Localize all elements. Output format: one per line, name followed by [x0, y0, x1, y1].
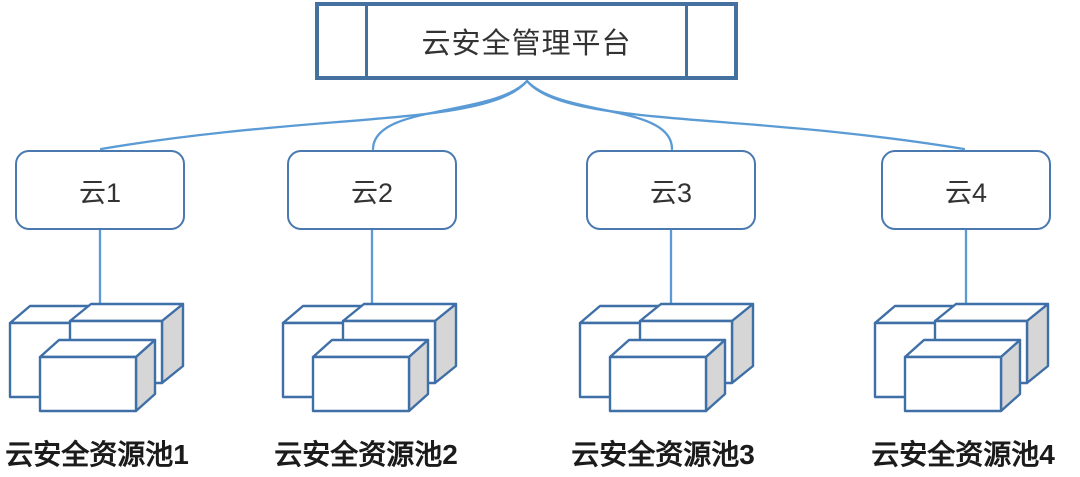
cloud-node-3: 云3 — [586, 150, 756, 230]
curve-platform-to-cloud1 — [99, 79, 529, 151]
pool-label-2: 云安全资源池2 — [274, 439, 458, 470]
resource-pool-boxes-icon-1 — [8, 302, 185, 413]
platform-node: 云安全管理平台 — [315, 2, 738, 80]
pool-label-1: 云安全资源池1 — [5, 439, 189, 470]
curve-platform-to-cloud2 — [371, 79, 529, 151]
platform-right-cell — [685, 6, 734, 76]
cloud-node-2-label: 云2 — [350, 177, 394, 208]
platform-left-cell — [319, 6, 368, 76]
resource-pool-boxes-icon-3 — [578, 302, 755, 413]
resource-pool-boxes-icon-4 — [873, 302, 1050, 413]
cloud-node-3-label: 云3 — [649, 177, 693, 208]
curve-platform-to-cloud4 — [525, 79, 966, 151]
cloud-node-2: 云2 — [287, 150, 457, 230]
resource-pool-boxes-icon-2 — [281, 302, 458, 413]
cloud-node-4-label: 云4 — [944, 177, 988, 208]
platform-label: 云安全管理平台 — [421, 28, 632, 60]
cloud-node-4: 云4 — [881, 150, 1051, 230]
pool-label-4: 云安全资源池4 — [871, 439, 1055, 470]
cloud-node-1: 云1 — [15, 150, 185, 230]
pool-label-3: 云安全资源池3 — [571, 439, 755, 470]
cloud-node-1-label: 云1 — [78, 177, 122, 208]
